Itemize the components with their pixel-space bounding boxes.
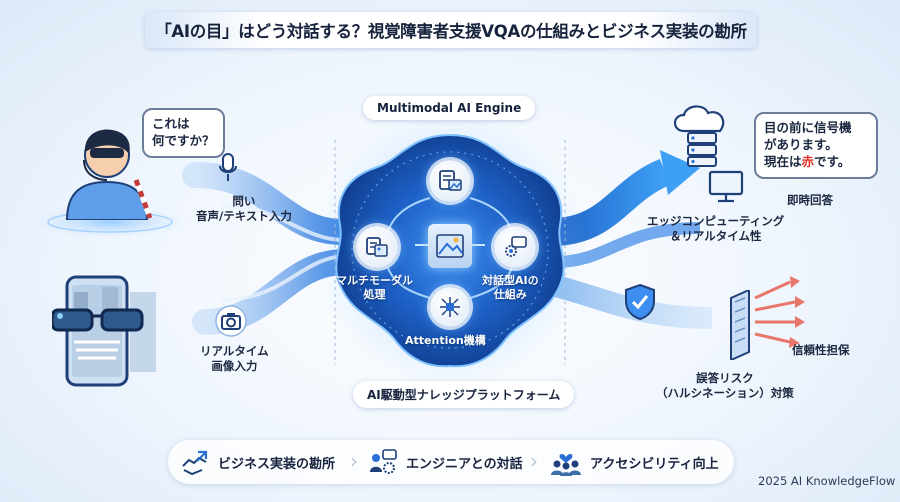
- cloud-server-icon: [670, 103, 732, 171]
- answer-line3-post: です。: [814, 153, 851, 169]
- dialog-label-line2: 仕組み: [493, 288, 527, 302]
- bottom-item-accessibility-label: アクセシビリティ向上: [590, 456, 719, 472]
- monitor-icon: [708, 170, 744, 208]
- image-input-label: リアルタイム 画像入力: [200, 344, 269, 374]
- dialog-label: 対話型AIの 仕組み: [482, 274, 539, 303]
- platform-label: AI駆動型ナレッジプラットフォーム: [353, 381, 575, 408]
- bottom-summary-bar: ビジネス実装の勘所 › エンジニアとの対話 › アクセシビリティ向上: [168, 440, 734, 484]
- bottom-item-engineer-label: エンジニアとの対話: [406, 456, 523, 472]
- user-bubble-line1: これは: [152, 116, 190, 131]
- dialog-gear-icon: [494, 226, 536, 268]
- user-figure: [62, 120, 153, 221]
- bottom-item-engineer: エンジニアとの対話: [368, 448, 523, 476]
- phone-glasses-illustration: [50, 272, 157, 387]
- document-image-icon: [429, 160, 471, 202]
- user-icon: [65, 129, 153, 221]
- hallucination-label-line2: （ハルシネーション）対策: [656, 385, 794, 400]
- shield-check-icon: [623, 283, 657, 325]
- user-bubble-line2: 何ですか？: [152, 132, 215, 148]
- edge-label-line2: ＆リアルタイム性: [669, 228, 762, 243]
- answer-line2: があります。: [764, 136, 838, 152]
- edge-label-line1: エッジコンピューティング: [647, 214, 785, 228]
- attention-label: Attention機構: [405, 334, 486, 347]
- answer-line1: 目の前に信号機: [764, 120, 852, 135]
- question-input-label: 問い 音声/テキスト入力: [196, 194, 292, 224]
- filter-wall-icon: [727, 288, 753, 364]
- image-label-line1: リアルタイム: [200, 344, 269, 358]
- image-icon: [428, 224, 472, 268]
- image-label-line2: 画像入力: [211, 358, 258, 373]
- question-label-line2: 音声/テキスト入力: [196, 208, 292, 223]
- question-label-line1: 問い: [232, 194, 256, 208]
- bottom-item-business-label: ビジネス実装の勘所: [218, 456, 336, 472]
- engineer-dialog-icon: [370, 449, 397, 474]
- chevron-right-icon: ›: [530, 449, 538, 473]
- bottom-item-business: ビジネス実装の勘所: [180, 448, 335, 476]
- credit-text: 2025 AI KnowledgeFlow: [758, 474, 896, 488]
- people-heart-icon: [551, 454, 581, 476]
- multimodal-label: マルチモーダル 処理: [336, 274, 413, 303]
- handshake-growth-icon: [182, 450, 208, 476]
- hallucination-label: 誤答リスク （ハルシネーション）対策: [656, 371, 794, 401]
- attention-network-icon: [430, 287, 470, 327]
- multimodal-label-line2: 処理: [363, 288, 386, 302]
- answer-line3-pre: 現在は: [764, 153, 802, 169]
- microphone-icon: [217, 152, 239, 188]
- edge-computing-label: エッジコンピューティング ＆リアルタイム性: [647, 214, 784, 244]
- multimodal-label-line1: マルチモーダル: [336, 274, 413, 287]
- bottom-item-accessibility: アクセシビリティ向上: [550, 448, 719, 476]
- answer-red-word: 赤: [801, 153, 815, 169]
- camera-icon: [215, 305, 247, 341]
- reliability-label: 信頼性担保: [792, 343, 850, 357]
- title-banner: 「AIの目」はどう対話する？視覚障害者支援VQAの仕組みとビジネス実装の勘所: [145, 12, 757, 48]
- answer-bubble: 目の前に信号機 があります。 現在は赤です。: [754, 112, 878, 179]
- engine-title: Multimodal AI Engine: [363, 96, 536, 120]
- instant-answer-label: 即時回答: [787, 193, 833, 207]
- answer-line3: 現在は赤です。: [764, 154, 868, 171]
- page-title: 「AIの目」はどう対話する？視覚障害者支援VQAの仕組みとビジネス実装の勘所: [155, 22, 747, 41]
- hallucination-label-line1: 誤答リスク: [696, 371, 754, 385]
- multimodal-icon: [356, 226, 398, 268]
- chevron-right-icon: ›: [350, 449, 358, 473]
- dialog-label-line1: 対話型AIの: [482, 274, 539, 287]
- user-question-bubble: これは 何ですか？: [142, 108, 225, 158]
